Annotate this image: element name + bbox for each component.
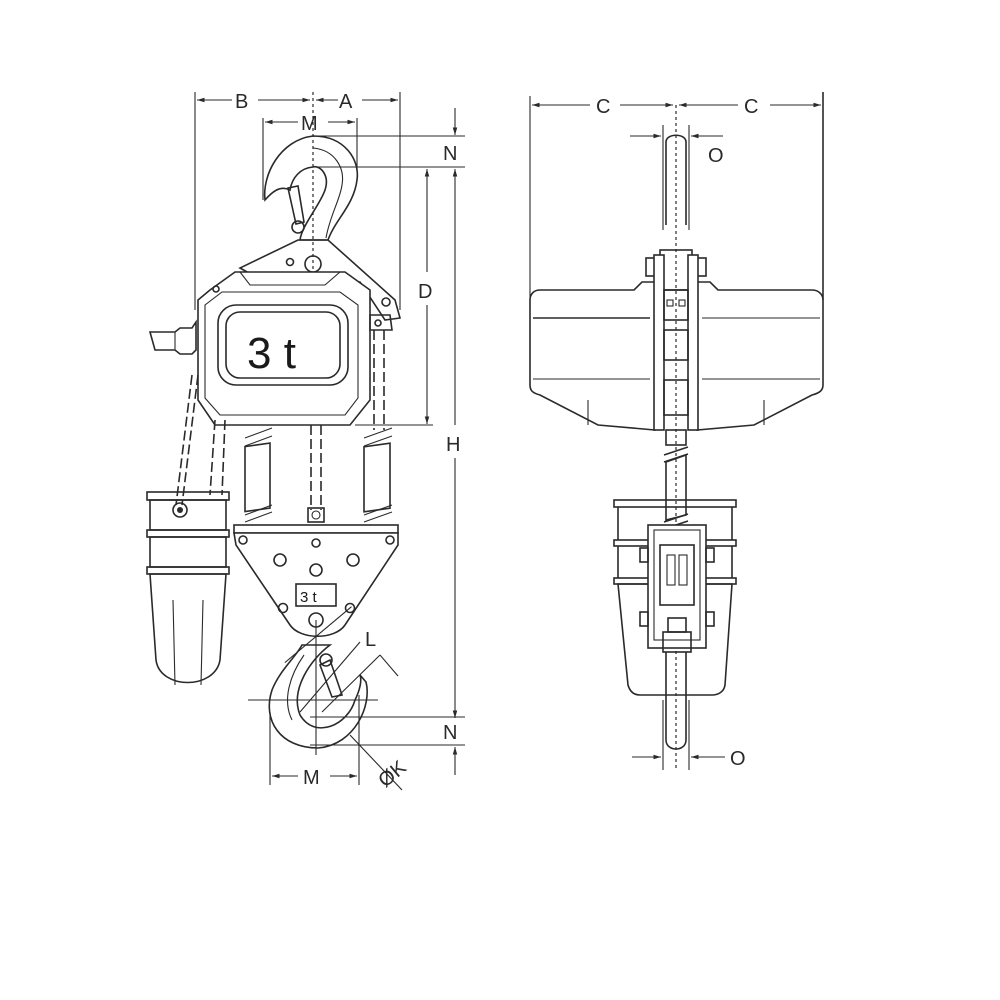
dim-label-m-bottom: M — [303, 767, 320, 789]
dim-label-b: B — [235, 91, 248, 113]
front-view: B A M N D H — [146, 91, 465, 792]
chain-spring-right — [363, 427, 393, 523]
dim-label-n-bottom: N — [443, 722, 457, 744]
side-spring — [665, 453, 687, 522]
dim-label-h: H — [446, 434, 460, 456]
dim-label-c-right: C — [744, 96, 758, 118]
bottom-block: 3 t — [233, 524, 399, 637]
side-view: C C O — [529, 92, 824, 770]
dim-l-line-1 — [299, 641, 361, 713]
capacity-label-body: 3 t — [247, 329, 296, 378]
load-chain-center — [307, 425, 325, 523]
dim-label-d: D — [418, 281, 432, 303]
dim-label-a: A — [339, 91, 353, 113]
load-chain-right — [373, 330, 385, 430]
side-plate-left — [653, 254, 665, 431]
bottom-hook — [248, 606, 378, 755]
dim-label-k: ØK — [374, 756, 411, 792]
dim-label-c-left: C — [596, 96, 610, 118]
side-plate-right — [687, 254, 699, 431]
chain-bucket — [146, 491, 230, 686]
chain-spring-left — [244, 427, 273, 523]
dim-label-m-top: M — [301, 113, 318, 135]
side-body-right — [696, 281, 824, 431]
side-bottom-block — [639, 524, 715, 653]
dim-label-n-top: N — [443, 143, 457, 165]
bottom-hook-side — [665, 652, 687, 750]
dim-l-tick — [379, 654, 399, 677]
capacity-label-block: 3 t — [300, 589, 318, 606]
dim-l-line-2 — [321, 654, 381, 713]
dim-label-o-bottom: O — [730, 748, 746, 770]
dim-label-o-top: O — [708, 145, 724, 167]
side-body-left — [529, 281, 656, 431]
top-hook — [263, 135, 359, 241]
dim-label-l: L — [365, 629, 376, 651]
top-hook-side — [665, 134, 687, 225]
hoist-body: 3 t — [148, 271, 393, 426]
hand-chain-left — [175, 374, 226, 506]
